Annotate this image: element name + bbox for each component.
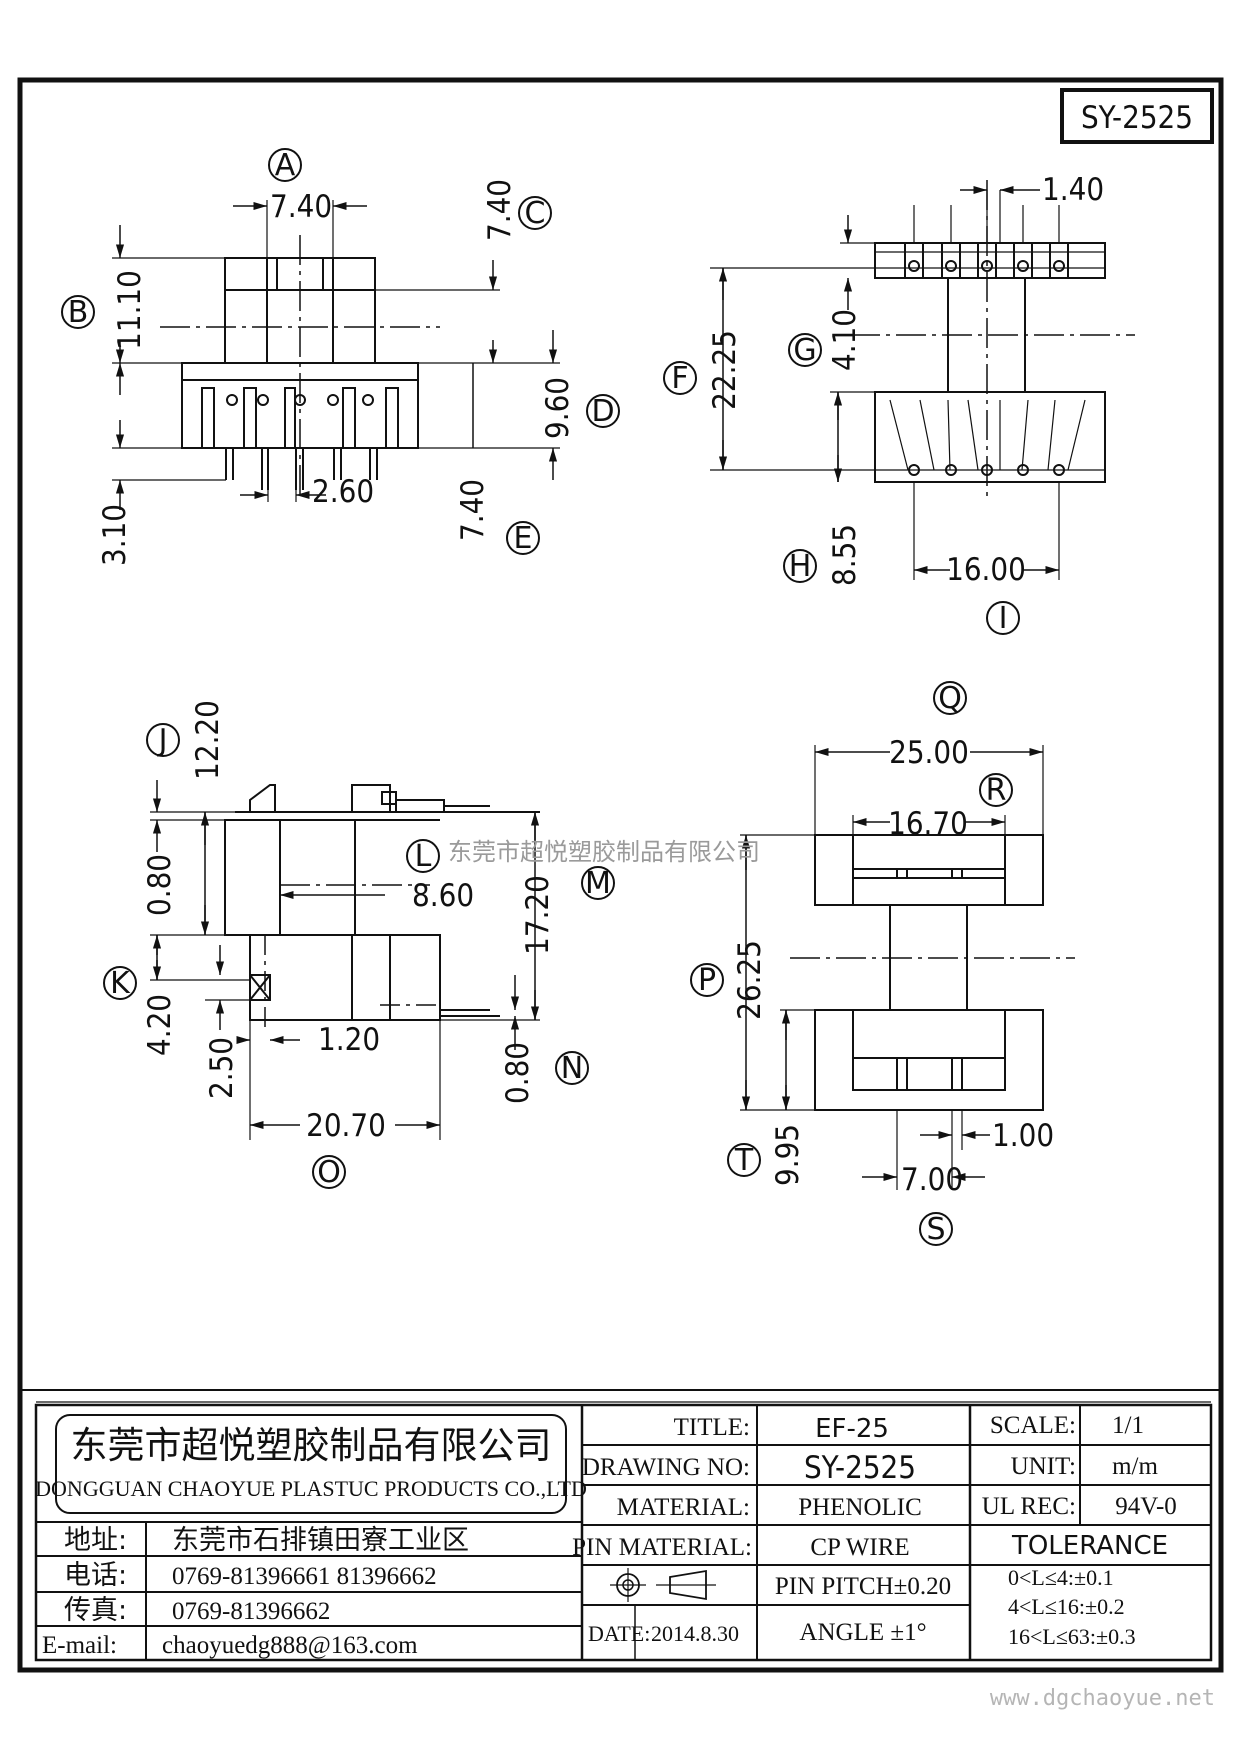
view-bottom-left-text: J K L M N O 12.20 0.80 8.60 17.20 4.20 2… bbox=[110, 700, 611, 1190]
drawing-no-label: DRAWING NO: bbox=[582, 1454, 750, 1481]
dim-1-00: 1.00 bbox=[992, 1118, 1054, 1154]
callout-b: B bbox=[68, 295, 89, 330]
view-bottom-right-text: Q R P T S 25.00 16.70 26.25 9.95 1.00 7.… bbox=[698, 681, 1054, 1247]
view-top-left-text: A B C D E 7.40 11.10 7.40 9.60 7.40 2.60… bbox=[68, 148, 615, 566]
website-watermark: www.dgchaoyue.net bbox=[990, 1686, 1215, 1711]
address-label: 地址: bbox=[64, 1525, 127, 1556]
pin-pitch: PIN PITCH±0.20 bbox=[775, 1573, 951, 1600]
material-value: PHENOLIC bbox=[798, 1494, 922, 1521]
sheet-border bbox=[17, 77, 1224, 1673]
drawing-no-value: SY-2525 bbox=[804, 1450, 916, 1486]
callout-g: G bbox=[793, 333, 816, 368]
callout-n: N bbox=[561, 1051, 583, 1086]
dim-a-7-40: 7.40 bbox=[270, 189, 332, 225]
pin-material-label: PIN MATERIAL: bbox=[572, 1534, 752, 1561]
callout-r: R bbox=[986, 773, 1007, 808]
tolerance-row-2: 4<L≤16:±0.2 bbox=[1008, 1594, 1125, 1619]
dim-h-8-55: 8.55 bbox=[827, 524, 863, 586]
dim-1-40: 1.40 bbox=[1042, 172, 1104, 208]
dim-0-80-top: 0.80 bbox=[142, 854, 178, 916]
unit-label: UNIT: bbox=[1011, 1453, 1076, 1480]
dim-e-7-40: 7.40 bbox=[455, 479, 491, 541]
drawing-id-box bbox=[1060, 88, 1214, 144]
title-value: EF-25 bbox=[815, 1414, 889, 1444]
dim-o-20-70: 20.70 bbox=[306, 1108, 386, 1144]
date-label: DATE: bbox=[588, 1621, 650, 1646]
dim-g-4-10: 4.10 bbox=[827, 309, 863, 371]
material-label: MATERIAL: bbox=[617, 1494, 750, 1521]
callout-p: P bbox=[698, 963, 716, 998]
date-value: 2014.8.30 bbox=[651, 1621, 739, 1646]
callout-k: K bbox=[110, 966, 131, 1001]
callout-c: C bbox=[525, 196, 546, 231]
callout-j: J bbox=[157, 723, 168, 758]
dim-l-8-60: 8.60 bbox=[412, 878, 474, 914]
dim-1-20: 1.20 bbox=[318, 1022, 380, 1058]
callout-a: A bbox=[275, 148, 296, 183]
dim-f-22-25: 22.25 bbox=[707, 330, 743, 410]
address-value: 东莞市石排镇田寮工业区 bbox=[172, 1525, 469, 1556]
callout-q: Q bbox=[938, 681, 962, 716]
phone-value: 0769-81396661 81396662 bbox=[172, 1563, 437, 1590]
dim-p-26-25: 26.25 bbox=[732, 940, 768, 1020]
scale-label: SCALE: bbox=[990, 1412, 1076, 1439]
angle-tolerance: ANGLE ±1° bbox=[799, 1619, 926, 1646]
dim-2-60: 2.60 bbox=[312, 474, 374, 510]
phone-label: 电话: bbox=[64, 1560, 127, 1591]
title-label: TITLE: bbox=[674, 1414, 750, 1441]
watermark: 东莞市超悦塑胶制品有限公司 bbox=[448, 838, 760, 866]
view-top-right bbox=[663, 180, 1135, 635]
dim-n-0-80: 0.80 bbox=[500, 1042, 536, 1104]
company-name-cn: 东莞市超悦塑胶制品有限公司 bbox=[71, 1424, 552, 1467]
pin-material-value: CP WIRE bbox=[810, 1534, 909, 1561]
callout-l: L bbox=[415, 839, 432, 874]
view-top-right-text: F G H I 1.40 22.25 4.10 8.55 16.00 bbox=[671, 172, 1104, 636]
view-bottom-right bbox=[690, 681, 1075, 1246]
email-value: chaoyuedg888@163.com bbox=[162, 1632, 418, 1659]
tolerance-row-3: 16<L≤63:±0.3 bbox=[1008, 1624, 1136, 1649]
dim-t-9-95: 9.95 bbox=[770, 1124, 806, 1186]
callout-i: I bbox=[999, 601, 1008, 636]
fax-value: 0769-81396662 bbox=[172, 1598, 330, 1625]
drawing-id-label: SY-2525 bbox=[1081, 100, 1193, 136]
tolerance-row-1: 0<L≤4:±0.1 bbox=[1008, 1565, 1114, 1590]
ul-rec-label: UL REC: bbox=[982, 1493, 1076, 1520]
callout-h: H bbox=[789, 549, 812, 584]
callout-t: T bbox=[734, 1143, 754, 1178]
scale-value: 1/1 bbox=[1112, 1412, 1144, 1439]
fax-label: 传真: bbox=[64, 1595, 127, 1626]
callout-o: O bbox=[317, 1155, 341, 1190]
view-bottom-left bbox=[103, 723, 615, 1189]
dim-c-7-40: 7.40 bbox=[482, 179, 518, 241]
tolerance-label: TOLERANCE bbox=[1011, 1531, 1168, 1561]
dim-d-9-60: 9.60 bbox=[540, 377, 576, 439]
dim-2-50: 2.50 bbox=[204, 1037, 240, 1099]
ul-rec-value: 94V-0 bbox=[1115, 1493, 1177, 1520]
callout-f: F bbox=[671, 361, 688, 396]
email-label: E-mail: bbox=[42, 1632, 117, 1659]
dim-k-4-20: 4.20 bbox=[142, 994, 178, 1056]
callout-e: E bbox=[514, 521, 533, 556]
callout-m: M bbox=[585, 866, 611, 901]
dim-3-10: 3.10 bbox=[97, 504, 133, 566]
title-block-text: 东莞市超悦塑胶制品有限公司 DONGGUAN CHAOYUE PLASTUC P… bbox=[35, 1412, 1177, 1659]
view-top-left bbox=[61, 148, 620, 555]
dim-q-25-00: 25.00 bbox=[889, 735, 969, 771]
dim-s-7-00: 7.00 bbox=[901, 1162, 963, 1198]
company-name-en: DONGGUAN CHAOYUE PLASTUC PRODUCTS CO.,LT… bbox=[35, 1476, 587, 1501]
callout-d: D bbox=[591, 394, 614, 429]
dim-r-16-70: 16.70 bbox=[888, 806, 968, 842]
callout-s: S bbox=[926, 1212, 945, 1247]
dim-m-17-20: 17.20 bbox=[520, 875, 556, 955]
dim-j-12-20: 12.20 bbox=[190, 700, 226, 780]
title-block bbox=[20, 1389, 1221, 1662]
dim-i-16-00: 16.00 bbox=[946, 552, 1026, 588]
unit-value: m/m bbox=[1112, 1453, 1158, 1480]
dim-b-11-10: 11.10 bbox=[112, 270, 148, 350]
